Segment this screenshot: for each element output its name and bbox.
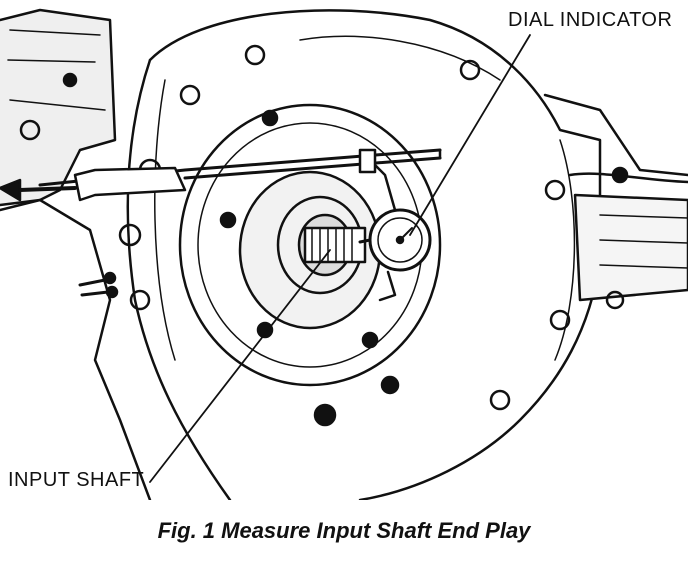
studs bbox=[78, 271, 119, 299]
figure-caption: Fig. 1 Measure Input Shaft End Play bbox=[157, 518, 531, 543]
dial-indicator-leader bbox=[409, 34, 531, 236]
indicator-rod bbox=[0, 148, 442, 202]
input-shaft-label: INPUT SHAFT bbox=[8, 469, 145, 491]
transmission-illustration bbox=[0, 8, 688, 500]
input-shaft-leader bbox=[149, 249, 331, 483]
input-shaft bbox=[303, 226, 367, 264]
transmission-extension bbox=[543, 93, 688, 310]
dial-indicator-label: DIAL INDICATOR bbox=[508, 9, 673, 31]
engine-block bbox=[0, 8, 152, 500]
